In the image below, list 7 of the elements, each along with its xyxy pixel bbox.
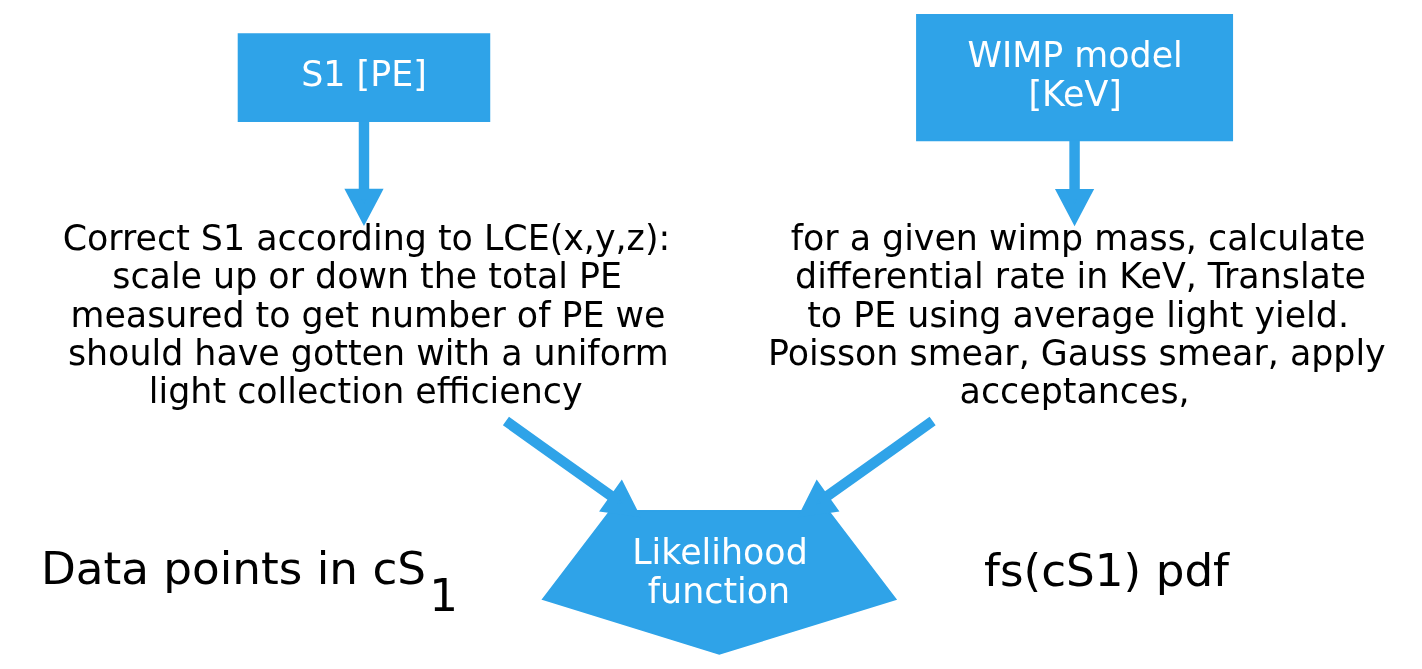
label: fs(cS1) pdf bbox=[984, 543, 1230, 597]
node-box: S1 [PE] bbox=[237, 33, 491, 123]
arrow bbox=[344, 121, 384, 227]
arrow bbox=[1054, 140, 1095, 227]
node-box: WIMP model [KeV] bbox=[916, 14, 1234, 142]
node-text: Correct S1 according to LCE(x,y,z): scale up or down the total PE measured to get number of PE we should have gotten with a uniform light collection efficiency bbox=[62, 218, 671, 412]
node-text: for a given wimp mass, calculate differential rate in KeV, Translate to PE using average light yield. Poisson smear, Gauss smear, apply acceptances, bbox=[768, 218, 1386, 412]
